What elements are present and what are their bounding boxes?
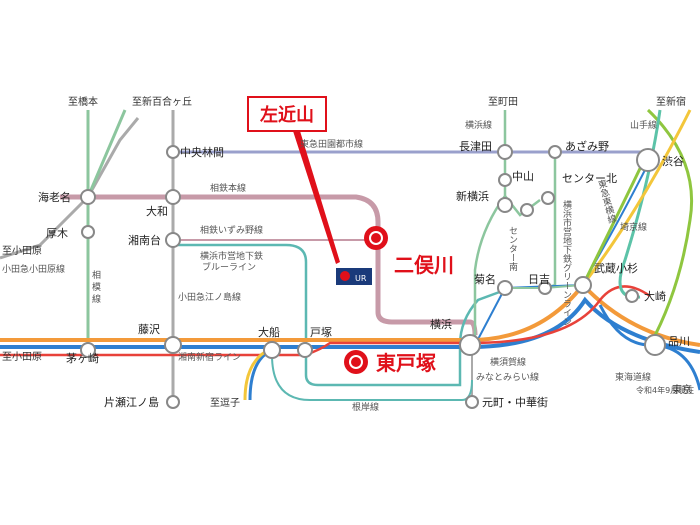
- station-yamato: [165, 189, 181, 205]
- ur-logo: UR: [336, 268, 372, 285]
- dest-odawara-1: 至小田原: [2, 245, 42, 257]
- station-center-minami: [520, 203, 534, 217]
- station-nakayama: [498, 173, 512, 187]
- label-shonandai: 湘南台: [128, 233, 161, 247]
- label-shinagawa: 品川: [668, 335, 690, 348]
- label-omori: 大崎: [644, 289, 666, 303]
- label-sagami-2: 模: [92, 282, 101, 293]
- station-ebina: [80, 189, 96, 205]
- label-higashitotsuka: 東戸塚: [376, 351, 436, 375]
- station-fujisawa: [164, 336, 182, 354]
- label-sagami-1: 相: [92, 269, 101, 281]
- label-nakayama: 中山: [512, 170, 534, 183]
- label-yamanote: 山手線: [630, 119, 657, 131]
- date-note: 令和4年9月現在: [636, 385, 694, 395]
- greenline-line: [539, 152, 557, 292]
- label-greenline: 横浜市営地下鉄グリーンライン: [561, 199, 572, 326]
- station-atsugi: [81, 225, 95, 239]
- label-totsuka: 戸塚: [310, 326, 332, 339]
- page-title: 左近山: [260, 104, 314, 126]
- station-azamino: [548, 145, 562, 159]
- sotetsu-main-line: [60, 194, 478, 336]
- label-atsugi: 厚木: [46, 227, 68, 240]
- station-chuo-rinkan: [166, 145, 180, 159]
- label-chigasaki: 茅ヶ崎: [66, 351, 99, 365]
- label-sotetsu-izumino: 相鉄いずみ野線: [200, 224, 263, 236]
- dest-machida: 至町田: [488, 96, 518, 108]
- station-shonandai: [165, 232, 181, 248]
- label-azamino: あざみ野: [565, 139, 609, 153]
- dest-odawara-2: 至小田原: [2, 351, 42, 363]
- dest-tokyo: 東京: [672, 383, 692, 396]
- negishi-line: [271, 345, 473, 401]
- dest-shinyurigaoka: 至新百合ヶ丘: [132, 95, 192, 108]
- label-den-en-toshi: 東急田園都市線: [300, 138, 363, 150]
- label-yamato: 大和: [146, 204, 168, 218]
- label-blueline-2: ブルーライン: [202, 261, 256, 273]
- label-nagatsuta: 長津田: [459, 140, 492, 153]
- station-motomachi: [465, 395, 479, 409]
- station-musashikosugi: [574, 276, 592, 294]
- station-shibuya: [636, 148, 660, 172]
- dest-shinjuku: 至新宿: [656, 95, 686, 108]
- station-totsuka: [297, 342, 313, 358]
- label-tokaido: 東海道線: [615, 371, 651, 383]
- label-odakyu-enoshima: 小田急江ノ島線: [178, 291, 241, 303]
- label-ebina: 海老名: [38, 190, 71, 204]
- label-saikyo: 埼京線: [620, 221, 647, 233]
- label-minatomirai: みなとみらい線: [476, 371, 539, 383]
- label-shonan-shinjuku: 湘南新宿ライン: [178, 351, 241, 363]
- station-center-kita: [541, 191, 555, 205]
- shonan-line: [0, 285, 651, 357]
- zushi-branch-2: [243, 350, 266, 401]
- label-katase: 片瀬江ノ島: [104, 395, 159, 409]
- label-center-minami: センター南: [507, 226, 518, 271]
- hashimoto-line: [86, 109, 127, 198]
- label-yokohama-line: 横浜線: [465, 119, 492, 131]
- label-yokohama: 横浜: [430, 317, 452, 331]
- station-chigasaki: [80, 342, 96, 358]
- station-ofuna: [263, 341, 281, 359]
- station-katase: [166, 395, 180, 409]
- station-shinagawa: [644, 334, 666, 356]
- station-shinyokohama: [497, 197, 513, 213]
- saikyo-line: [618, 109, 662, 299]
- label-chuo-rinkan: 中央林間: [180, 145, 224, 159]
- label-musashikosugi: 武蔵小杉: [594, 261, 638, 275]
- label-motomachi: 元町・中華街: [482, 395, 548, 409]
- label-kikuna: 菊名: [474, 272, 496, 286]
- label-shibuya: 渋谷: [662, 155, 684, 168]
- label-sagami-3: 線: [92, 293, 101, 305]
- label-shinyokohama: 新横浜: [456, 189, 489, 203]
- label-hiyoshi: 日吉: [528, 273, 550, 286]
- station-kikuna: [497, 280, 513, 296]
- label-yokosuka: 横須賀線: [490, 356, 526, 368]
- station-yokohama: [459, 334, 481, 356]
- shonan-right: [581, 109, 692, 286]
- blueline-line: [173, 243, 506, 387]
- station-hiyoshi: [538, 281, 552, 295]
- label-center-kita: センター北: [562, 172, 617, 185]
- dest-zushi: 至逗子: [210, 397, 240, 409]
- station-omori: [625, 289, 639, 303]
- dest-hashimoto: 至橋本: [68, 95, 98, 108]
- label-nimatagawa: 二俣川: [394, 253, 454, 277]
- station-nimatagawa-marker: [364, 226, 388, 250]
- label-blueline-1: 横浜市営地下鉄: [200, 250, 263, 262]
- title-callout: [247, 96, 340, 264]
- station-nagatsuta: [497, 144, 513, 160]
- ur-logo-text: UR: [355, 274, 367, 283]
- label-ofuna: 大船: [258, 325, 280, 339]
- station-higashitotsuka-marker: [344, 350, 368, 374]
- label-negishi: 根岸線: [352, 401, 379, 413]
- odakyu-odawara-line: [0, 117, 140, 260]
- label-fujisawa: 藤沢: [138, 322, 160, 336]
- tokaido-line: [0, 281, 700, 347]
- label-odakyu-odawara: 小田急小田原線: [2, 263, 65, 275]
- label-sotetsu-main: 相鉄本線: [210, 182, 246, 194]
